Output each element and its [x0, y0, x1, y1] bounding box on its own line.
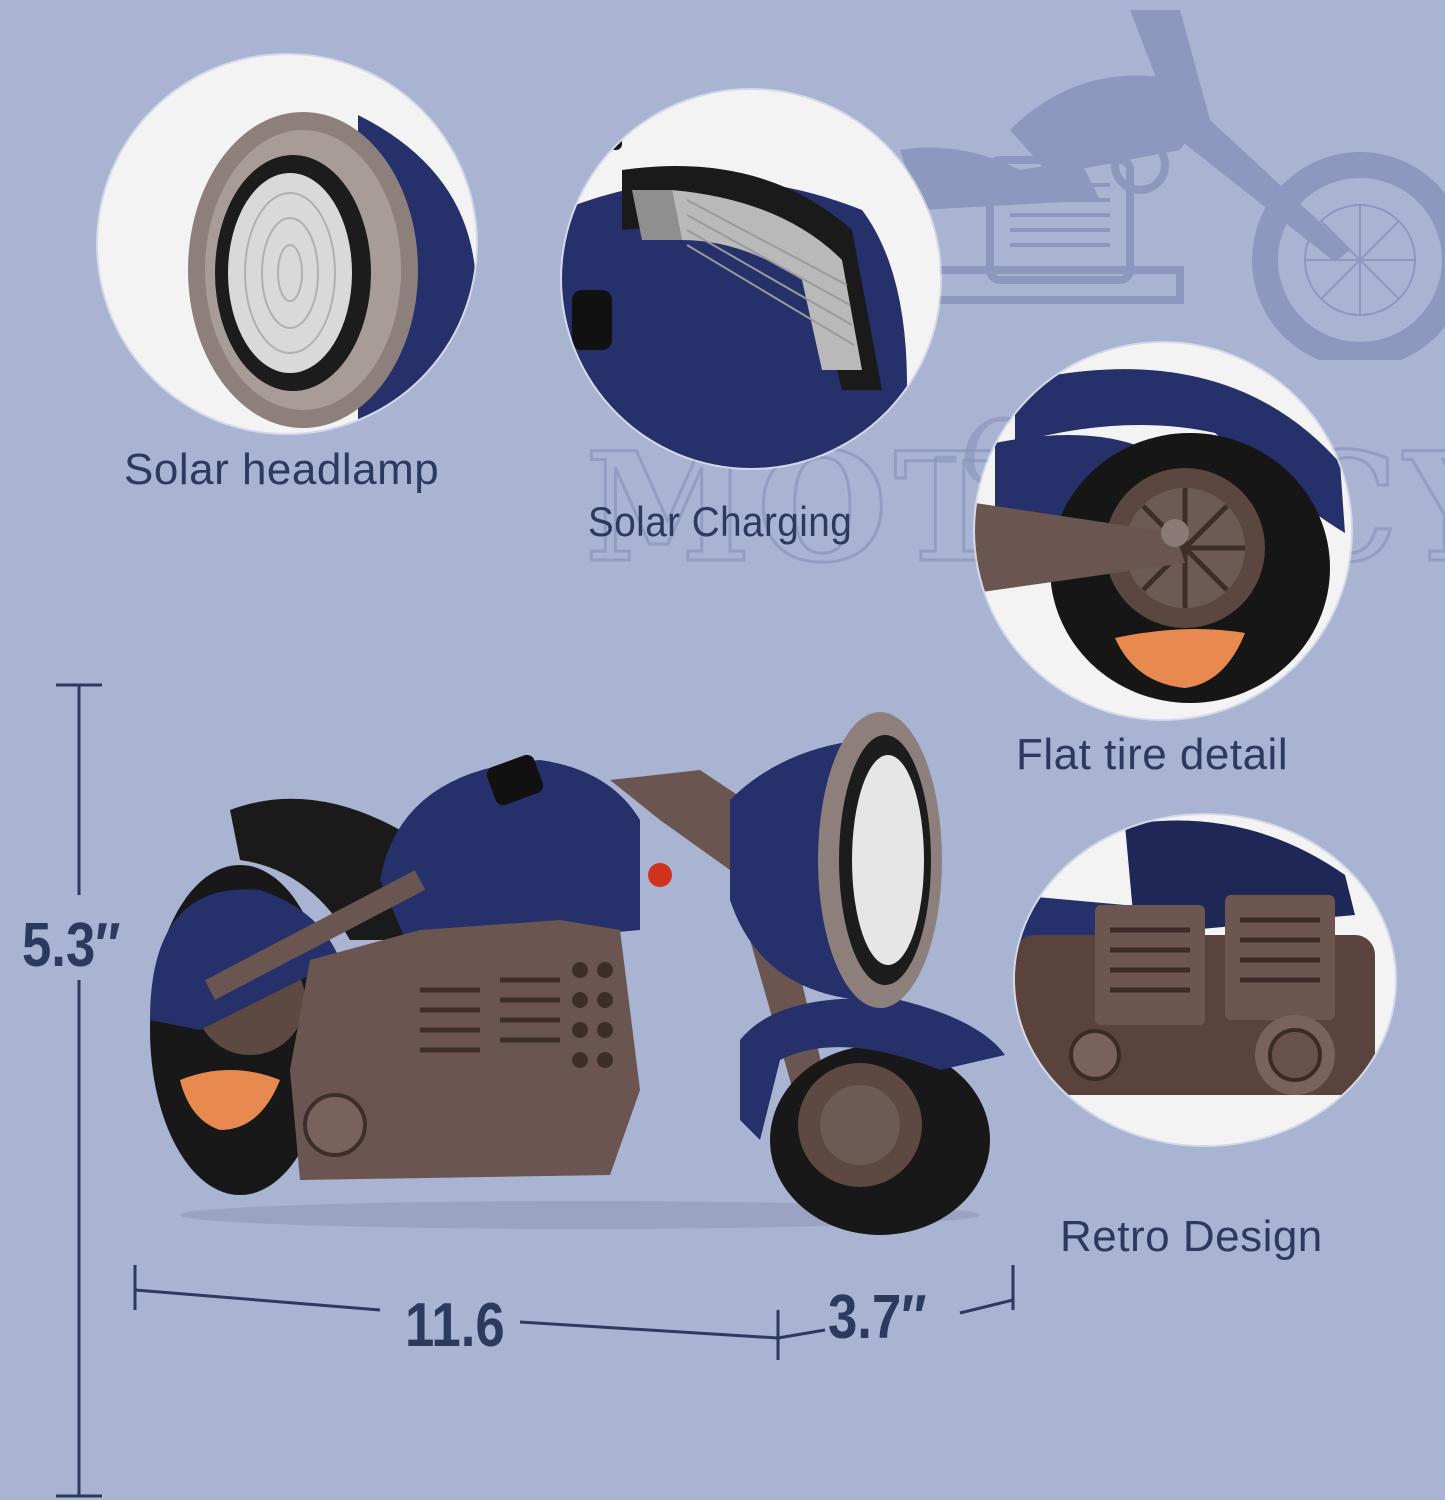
- solar-panel-tank-closeup-image: [562, 90, 940, 468]
- motorcycle-product-image: [150, 712, 1005, 1235]
- feature-label-flat-tire: Flat tire detail: [1016, 730, 1289, 779]
- height-dimension-line: [56, 683, 102, 1498]
- length-dimension-value: 11.6: [405, 1291, 505, 1360]
- engine-closeup-image: [1015, 815, 1395, 1145]
- headlamp-closeup-image: [98, 55, 476, 433]
- feature-circle-headlamp: [98, 55, 476, 433]
- feature-circle-solar-charging: [562, 90, 940, 468]
- flat-tire-closeup-image: [975, 343, 1351, 719]
- watermark-motorcycle-icon: [900, 10, 1445, 360]
- width-dimension-value: 3.7″: [828, 1283, 927, 1352]
- length-width-dimension-lines: [133, 1265, 1015, 1360]
- feature-label-headlamp: Solar headlamp: [124, 445, 440, 494]
- feature-label-retro-design: Retro Design: [1060, 1212, 1323, 1261]
- feature-label-solar-charging: Solar Charging: [588, 498, 853, 545]
- feature-circle-retro-design: [1015, 815, 1395, 1145]
- feature-circle-flat-tire: [975, 343, 1351, 719]
- height-dimension-value: 5.3″: [22, 911, 121, 980]
